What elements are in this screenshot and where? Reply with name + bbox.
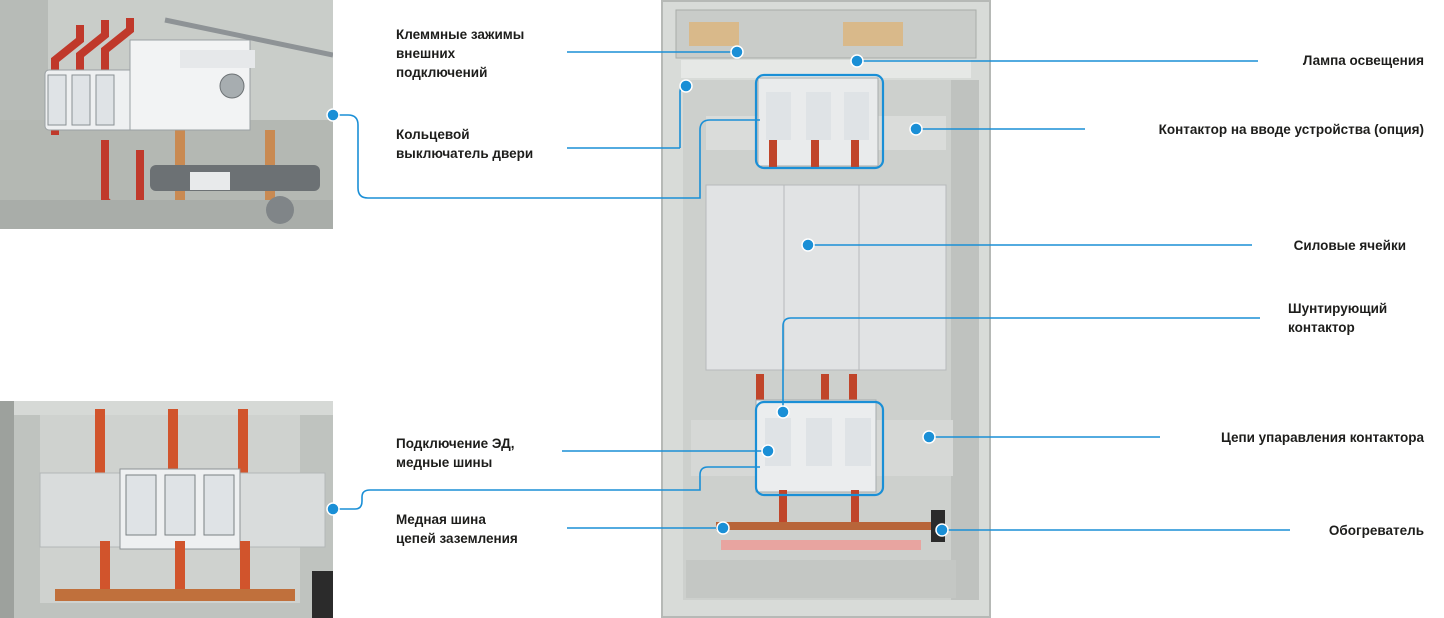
- label-bypass-contactor: Шунтирующий контактор: [1288, 301, 1388, 335]
- photo-bypass-contactor: [0, 401, 333, 618]
- label-power-cells: Силовые ячейки: [1293, 238, 1406, 253]
- photo-door-switch: [0, 0, 333, 229]
- label-heater: Обогреватель: [1328, 523, 1424, 538]
- label-door-switch: Кольцевой выключатель двери: [396, 127, 534, 161]
- label-input-contactor: Контактор на вводе устройства (опция): [1158, 122, 1424, 137]
- label-motor-connection: Подключение ЭД, медные шины: [396, 436, 515, 470]
- photo-cabinet: [661, 0, 991, 618]
- label-ground-bus: Медная шина цепей заземления: [396, 512, 518, 546]
- label-lamp: Лампа освещения: [1302, 53, 1424, 68]
- label-contactor-control: Цепи упаравления контактора: [1220, 430, 1424, 445]
- label-terminals: Клеммные зажимы внешних подключений: [396, 27, 525, 80]
